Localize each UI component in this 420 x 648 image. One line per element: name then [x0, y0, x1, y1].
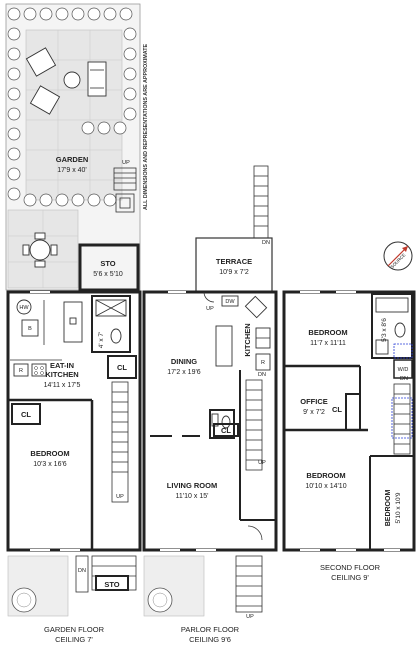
office-label: OFFICE	[300, 397, 328, 406]
garden-floor-title: GARDEN FLOOR	[44, 625, 105, 634]
garden-area: UP GARDEN 17'9 x 40'	[5, 3, 141, 291]
sto-room-label: STO	[100, 259, 115, 268]
terrace-door-up: UP	[206, 306, 214, 312]
bedroom-garden-dimensions: 10'3 x 16'6	[33, 461, 67, 468]
second-stair-dn: DN	[400, 376, 408, 382]
refrigerator-parlor: R	[261, 360, 265, 366]
living-room-label: LIVING ROOM	[167, 481, 217, 490]
dining-dimensions: 17'2 x 19'6	[167, 369, 201, 376]
closet-second: CL	[332, 405, 342, 414]
second-floor-plan: 5'3 x 8'6 W/D BEDROOM 11'7 x 11'11 OFFIC…	[282, 290, 416, 552]
bedroom-second-2-label: BEDROOM	[306, 471, 345, 480]
parlor-stair-up: UP	[258, 460, 266, 466]
stoop-up: UP	[246, 614, 254, 620]
refrigerator-garden: R	[19, 368, 23, 374]
boiler: B	[28, 326, 32, 332]
garden-stair-up: UP	[116, 494, 124, 500]
bath-garden-dimensions: 4' x 7'	[98, 332, 105, 349]
parlor-stair-dn: DN	[258, 372, 266, 378]
compass-icon: SOURCE	[383, 241, 413, 271]
terrace-stair	[253, 165, 269, 239]
terrace-stair-dn: DN	[262, 240, 270, 246]
office-dimensions: 9' x 7'2	[303, 409, 325, 416]
second-stair	[391, 383, 413, 455]
second-floor-ceiling: CEILING 9'	[331, 573, 369, 582]
garden-front-dn: DN	[78, 568, 86, 574]
bedroom-garden-label: BEDROOM	[30, 449, 69, 458]
disclaimer-text: ALL DIMENSIONS AND REPRESENTATIONS ARE A…	[143, 43, 149, 210]
parlor-floor-ceiling: CEILING 9'6	[189, 635, 231, 644]
second-floor-title: SECOND FLOOR	[320, 563, 381, 572]
garden-steps	[113, 167, 137, 213]
bath-second-dimensions: 5'3 x 8'6	[381, 318, 388, 342]
hot-water-heater: HW	[19, 305, 29, 311]
kitchen-parlor-label: KITCHEN	[243, 323, 252, 356]
closet-parlor: CL	[221, 426, 231, 435]
eat-in-kitchen-dimensions: 14'11 x 17'5	[44, 382, 81, 389]
closet-garden-1: CL	[117, 363, 127, 372]
parlor-floor-plan: DN TERRACE 10'9 x 7'2 UP DW R KITCHEN DI…	[142, 165, 278, 620]
eat-in-label-line2: KITCHEN	[45, 370, 78, 379]
parlor-floor-title: PARLOR FLOOR	[181, 625, 240, 634]
closet-garden-2: CL	[21, 410, 31, 419]
eat-in-label-line1: EAT-IN	[50, 361, 74, 370]
garden-dimensions: 17'9 x 40'	[57, 167, 87, 174]
bedroom-second-3-label: BEDROOM	[385, 490, 392, 527]
garden-floor-plan: STO 5'6 x 5'10 HW B 4' x 7' R EAT-I	[6, 243, 142, 617]
garden-steps-up: UP	[122, 160, 130, 166]
living-room-dimensions: 11'10 x 15'	[176, 493, 209, 500]
parlor-stair	[245, 379, 263, 471]
garden-label: GARDEN	[56, 155, 89, 164]
bedroom-second-2-dimensions: 10'10 x 14'10	[305, 483, 346, 490]
washer-dryer: W/D	[398, 367, 409, 373]
garden-shrubs	[7, 7, 137, 207]
outdoor-furniture	[22, 47, 107, 268]
bedroom-second-1-label: BEDROOM	[308, 328, 347, 337]
bedroom-second-3-dimensions: 5'10 x 10'9	[395, 492, 402, 523]
garden-floor-ceiling: CEILING 7'	[55, 635, 93, 644]
sto-room-dimensions: 5'6 x 5'10	[93, 271, 123, 278]
stoop-stairs	[235, 555, 263, 613]
dishwasher: DW	[225, 299, 235, 305]
terrace-label: TERRACE	[216, 257, 252, 266]
bedroom-second-1-dimensions: 11'7 x 11'11	[310, 340, 346, 347]
garden-stair	[111, 381, 129, 503]
terrace-dimensions: 10'9 x 7'2	[219, 269, 249, 276]
sto-front-label: STO	[104, 580, 119, 589]
dining-label: DINING	[171, 357, 197, 366]
